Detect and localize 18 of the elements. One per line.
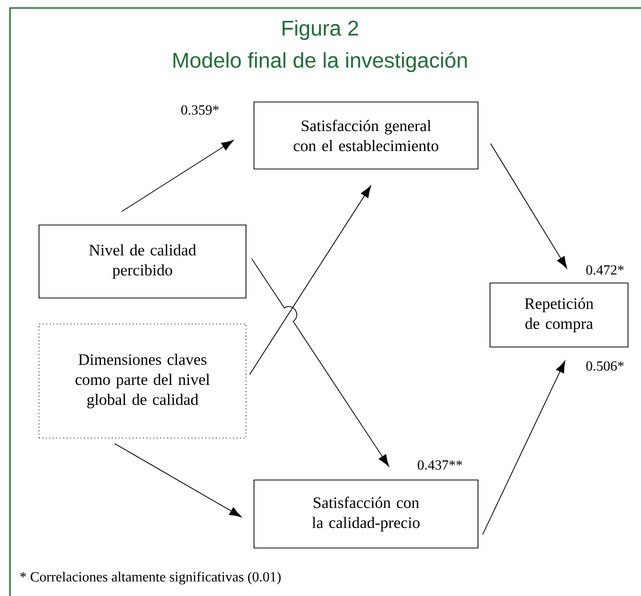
box: Repetición de compra [490, 282, 628, 348]
title: Modelo final de la investigación [174, 52, 467, 72]
arrow [249, 186, 372, 375]
edge-label: 0.437** [418, 460, 462, 470]
figure-number: Figura 2 [282, 20, 358, 40]
dotted-box: Dimensiones claves como parte del nivel global de calidad [38, 324, 246, 438]
arrow [251, 258, 390, 467]
arrow [482, 360, 566, 535]
box: Satisfacción general con el establecimiento [254, 102, 478, 170]
arrow [114, 443, 242, 518]
box: Nivel de calidad percibido [38, 224, 246, 298]
footnote: * Correlaciones altamente significativas (0.01) [20, 572, 281, 584]
arrow [121, 140, 234, 212]
edge-label: 0.472* [586, 265, 624, 275]
arrow [490, 143, 568, 268]
edge-label: 0.359* [181, 105, 219, 115]
edge-label: 0.506* [586, 361, 624, 371]
box: Satisfacción con la calidad-precio [254, 480, 478, 548]
